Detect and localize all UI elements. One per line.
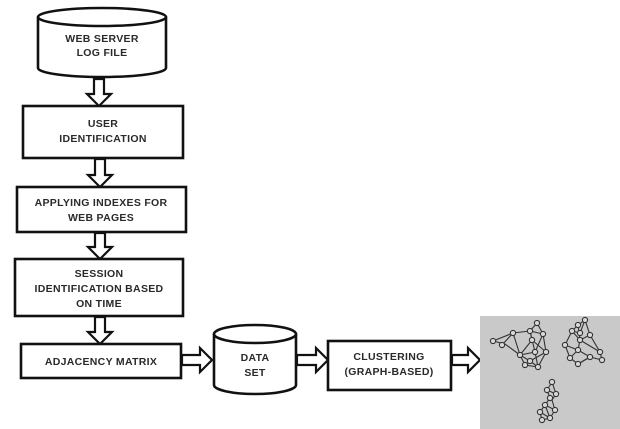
arrow-right-icon (450, 345, 482, 375)
node-label-line: LOG FILE (77, 47, 128, 59)
node-label-line: SESSION (75, 268, 124, 280)
arrow-down-icon (85, 231, 115, 261)
node-data-set: DATA SET (212, 323, 298, 396)
node-web-server-log-file: WEB SERVER LOG FILE (36, 6, 168, 79)
graph-cluster-2 (561, 316, 606, 368)
arrow-right-icon (295, 345, 330, 375)
node-applying-indexes: APPLYING INDEXES FOR WEB PAGES (15, 185, 188, 234)
node-label-line: ADJACENCY MATRIX (45, 356, 157, 368)
node-user-identification: USER IDENTIFICATION (21, 104, 185, 160)
node-clustering: CLUSTERING (GRAPH-BASED) (326, 339, 453, 392)
node-label-line: DATA (241, 352, 270, 364)
node-graph-clusters (480, 316, 620, 429)
arrow-down-icon (85, 157, 115, 189)
node-label-line: (GRAPH-BASED) (344, 366, 433, 378)
node-label-line: WEB SERVER (65, 33, 139, 45)
node-label-line: APPLYING INDEXES FOR (35, 197, 168, 209)
arrow-down-icon (85, 315, 115, 346)
graph-cluster-3 (536, 378, 560, 424)
node-session-identification: SESSION IDENTIFICATION BASED ON TIME (13, 257, 185, 318)
node-adjacency-matrix: ADJACENCY MATRIX (19, 342, 183, 380)
arrow-down-icon (84, 77, 114, 108)
node-label-line: USER (88, 118, 118, 130)
node-label-line: IDENTIFICATION BASED (35, 283, 164, 295)
graph-cluster-1 (489, 319, 550, 371)
node-label-line: CLUSTERING (353, 351, 424, 363)
graph-clusters-panel (480, 316, 620, 429)
node-label-line: SET (244, 367, 266, 379)
node-label-line: IDENTIFICATION (59, 133, 146, 145)
arrow-right-icon (180, 345, 214, 375)
node-label-line: WEB PAGES (68, 212, 134, 224)
node-label-line: ON TIME (76, 298, 122, 310)
